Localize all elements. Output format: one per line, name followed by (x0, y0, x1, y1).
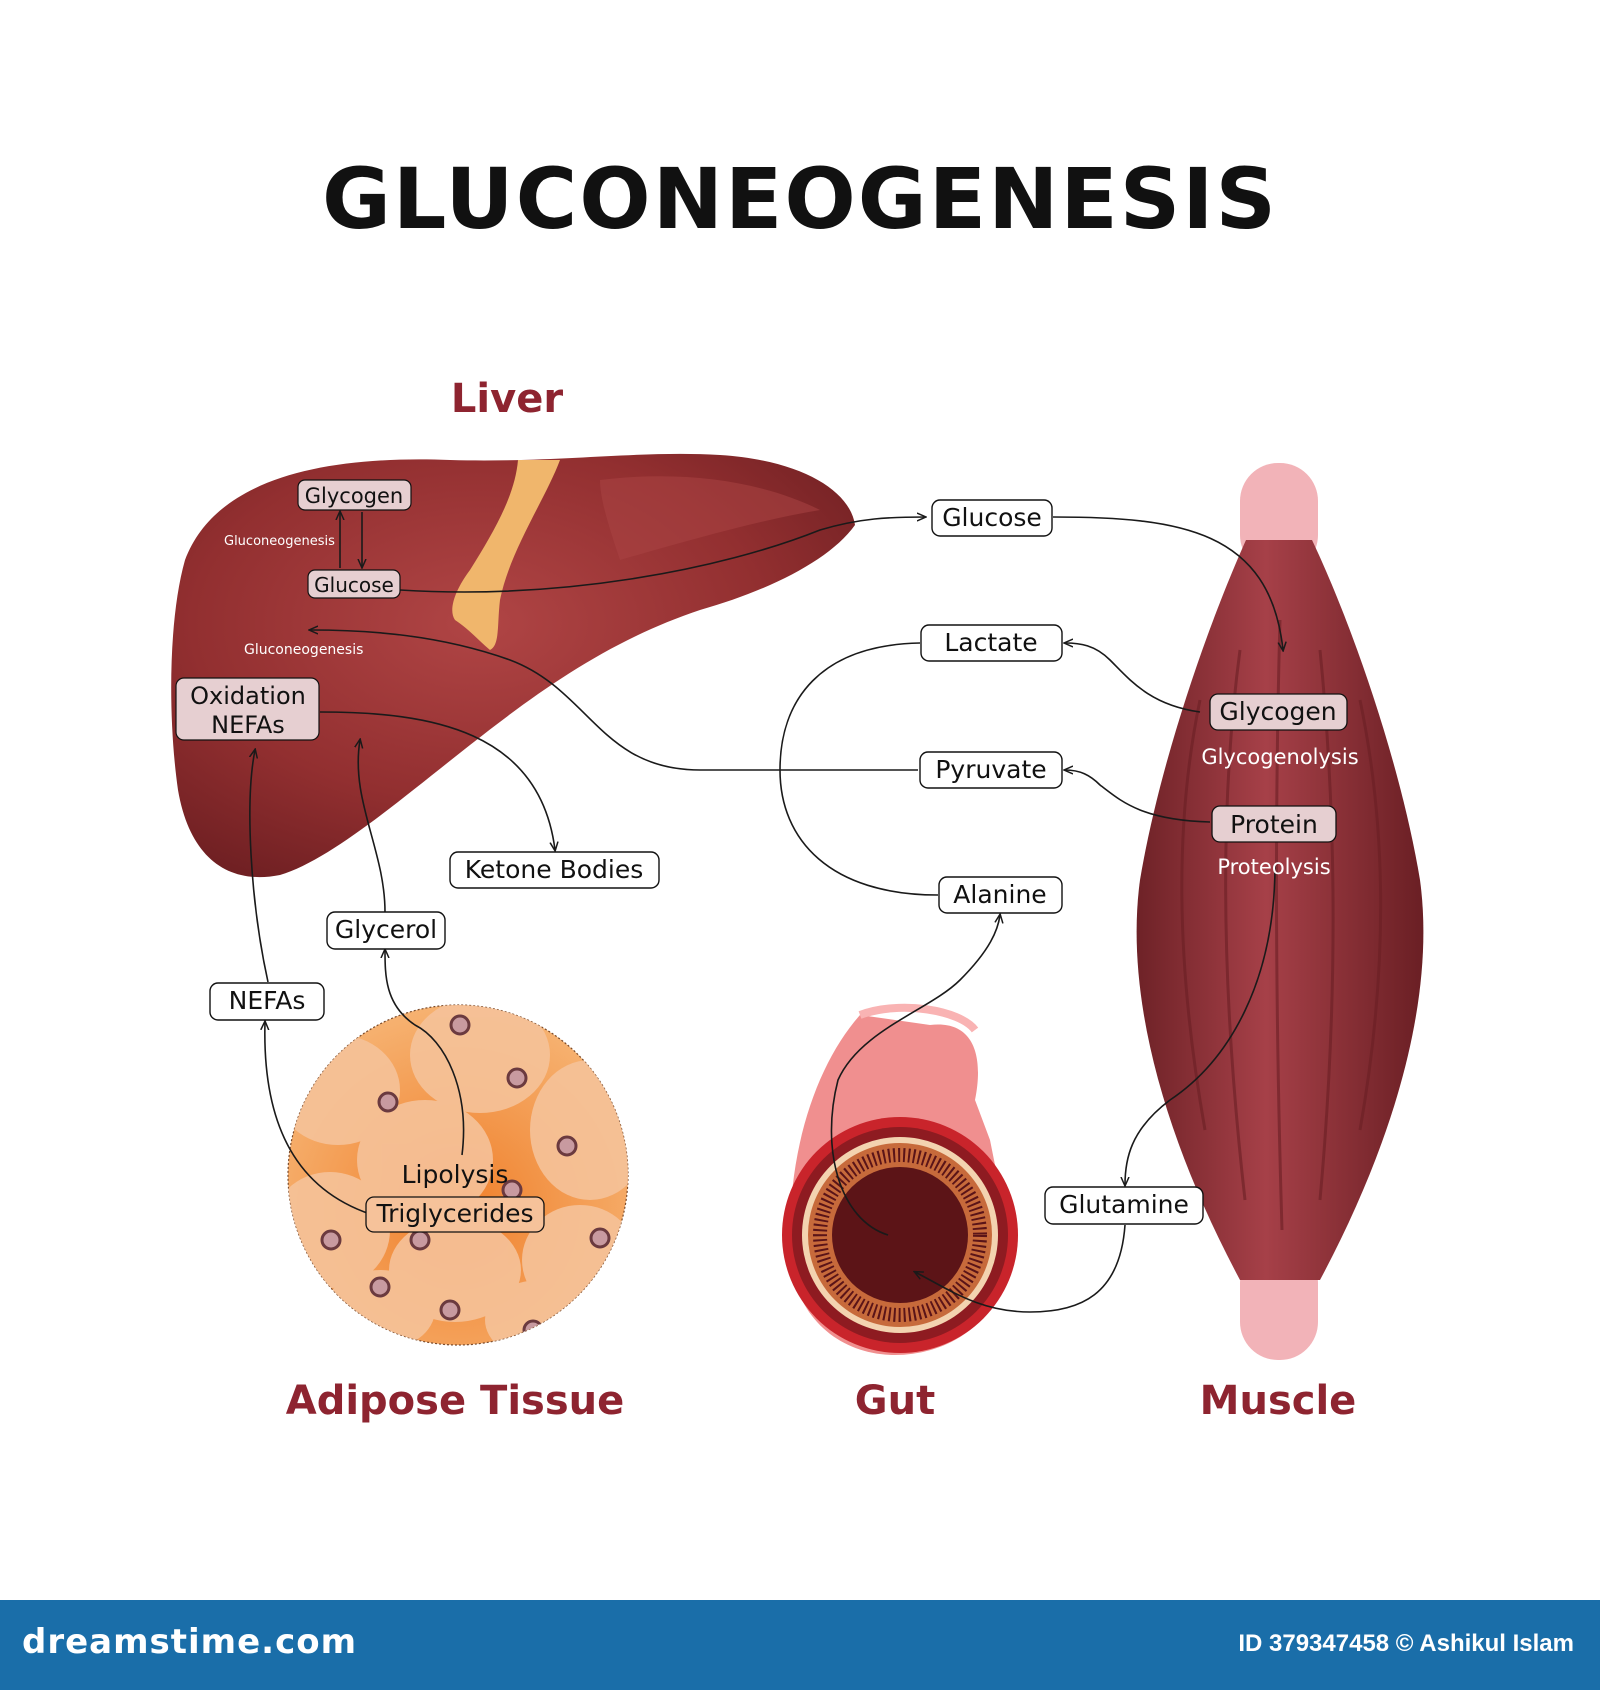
flow-lines (250, 512, 1283, 1313)
svg-text:Glycogen: Glycogen (305, 484, 404, 508)
lactate-box: Lactate (920, 624, 1063, 662)
muscle (1136, 463, 1424, 1360)
gluconeogenesis-diagram: Liver Adipose Tissue Gut Muscle Glycogen… (171, 376, 1424, 1424)
glycogenolysis-label: Glycogenolysis (1201, 745, 1358, 769)
liver-ligament (452, 460, 560, 650)
gut-label: Gut (855, 1378, 935, 1424)
svg-text:Glycerol: Glycerol (335, 915, 437, 944)
liver-shape (171, 453, 856, 878)
glutamine-box: Glutamine (1044, 1186, 1204, 1225)
svg-text:Oxidation: Oxidation (190, 682, 306, 710)
svg-text:NEFAs: NEFAs (229, 986, 306, 1015)
svg-text:Glycogen: Glycogen (1219, 697, 1336, 726)
footer-brand[interactable]: dreamstime.com (22, 1622, 358, 1662)
lipolysis-label: Lipolysis (402, 1160, 509, 1189)
liver-oxidation-box: Oxidation NEFAs (175, 677, 320, 741)
muscle-protein-box: Protein (1211, 805, 1337, 843)
liver-highlight (600, 476, 820, 560)
svg-text:Ketone Bodies: Ketone Bodies (465, 855, 643, 884)
svg-text:Pyruvate: Pyruvate (935, 755, 1046, 784)
liver-glucose-box: Glucose (307, 569, 401, 599)
triglycerides-box: Triglycerides (365, 1196, 545, 1233)
liver (171, 453, 856, 878)
glycerol-box: Glycerol (326, 911, 446, 950)
muscle-glycogen-box: Glycogen (1209, 693, 1348, 731)
gut (782, 1003, 1018, 1355)
svg-text:Triglycerides: Triglycerides (375, 1199, 533, 1228)
footer-bar: dreamstime.com ID 379347458 © Ashikul Is… (0, 1600, 1600, 1690)
svg-text:Glutamine: Glutamine (1059, 1190, 1189, 1219)
liver-gluconeogenesis-upper: Gluconeogenesis (224, 534, 335, 549)
proteolysis-label: Proteolysis (1217, 855, 1330, 879)
liver-glycogen-box: Glycogen (297, 479, 412, 511)
pyruvate-box: Pyruvate (919, 751, 1063, 789)
liver-label: Liver (451, 376, 563, 422)
nefas-box: NEFAs (209, 982, 325, 1021)
alanine-box: Alanine (938, 876, 1063, 914)
adipose-label: Adipose Tissue (286, 1378, 625, 1424)
footer-image-id: ID 379347458 © Ashikul Islam (1238, 1630, 1574, 1657)
svg-text:Alanine: Alanine (953, 880, 1046, 909)
liver-gluconeogenesis-lower: Gluconeogenesis (244, 642, 363, 658)
svg-text:NEFAs: NEFAs (211, 711, 285, 739)
glucose-box: Glucose (931, 499, 1053, 537)
svg-text:Glucose: Glucose (314, 573, 394, 597)
svg-text:Lactate: Lactate (944, 628, 1037, 657)
ketone-bodies-box: Ketone Bodies (449, 851, 660, 889)
page-title: GLUCONEOGENESIS (321, 150, 1279, 248)
svg-text:Protein: Protein (1230, 810, 1318, 839)
muscle-belly (1136, 540, 1424, 1280)
muscle-label: Muscle (1200, 1378, 1357, 1424)
svg-text:Glucose: Glucose (942, 503, 1042, 532)
